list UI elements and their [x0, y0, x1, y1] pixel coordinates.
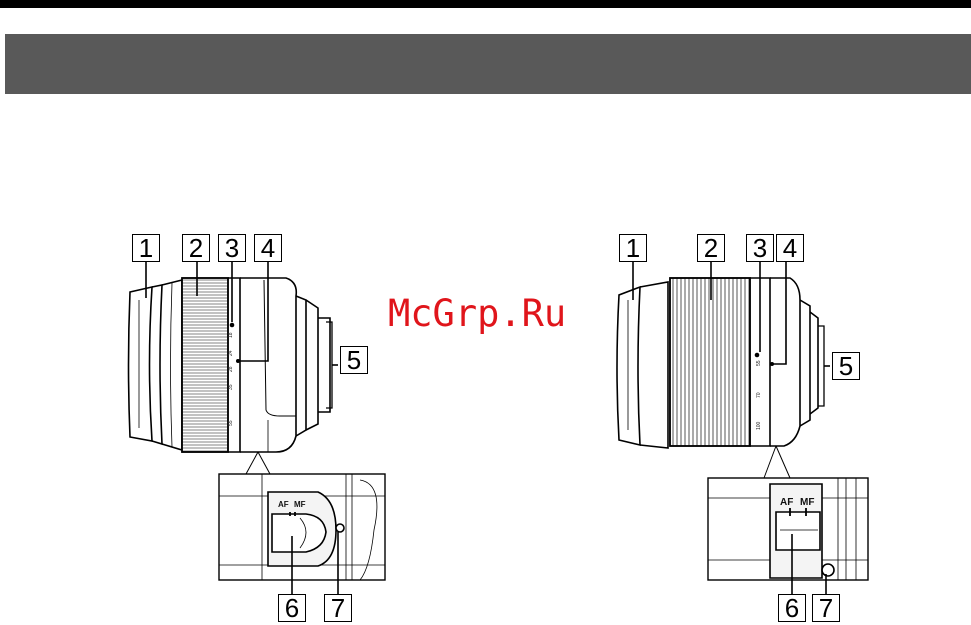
left-lens-drawing	[129, 262, 386, 596]
callout-4: 4	[776, 234, 804, 262]
callout-2: 2	[697, 234, 725, 262]
af-label: AF	[780, 497, 793, 508]
mf-label: MF	[294, 500, 306, 509]
watermark-text: McGrp.Ru	[388, 292, 566, 335]
callout-3: 3	[746, 234, 774, 262]
callout-5: 5	[832, 352, 860, 380]
focal-mark-24: 24	[228, 350, 234, 356]
focal-mark-55: 55	[756, 360, 762, 366]
callout-7: 7	[812, 594, 840, 622]
callout-1: 1	[132, 234, 160, 262]
callout-3: 3	[218, 234, 246, 262]
focal-mark-28: 28	[228, 366, 234, 372]
callout-6: 6	[278, 594, 306, 622]
focal-mark-55: 55	[228, 420, 234, 426]
mf-label: MF	[800, 497, 814, 508]
callout-4: 4	[254, 234, 282, 262]
focal-mark-100: 100	[756, 422, 762, 430]
af-label: AF	[278, 500, 289, 509]
callout-7: 7	[324, 594, 352, 622]
callout-1: 1	[619, 234, 647, 262]
callout-5: 5	[340, 346, 368, 374]
right-lens-drawing	[617, 262, 868, 596]
callout-2: 2	[182, 234, 210, 262]
focal-mark-70: 70	[756, 392, 762, 398]
focal-mark-35: 35	[228, 384, 234, 390]
focal-mark-18: 18	[228, 332, 234, 338]
callout-6: 6	[778, 594, 806, 622]
